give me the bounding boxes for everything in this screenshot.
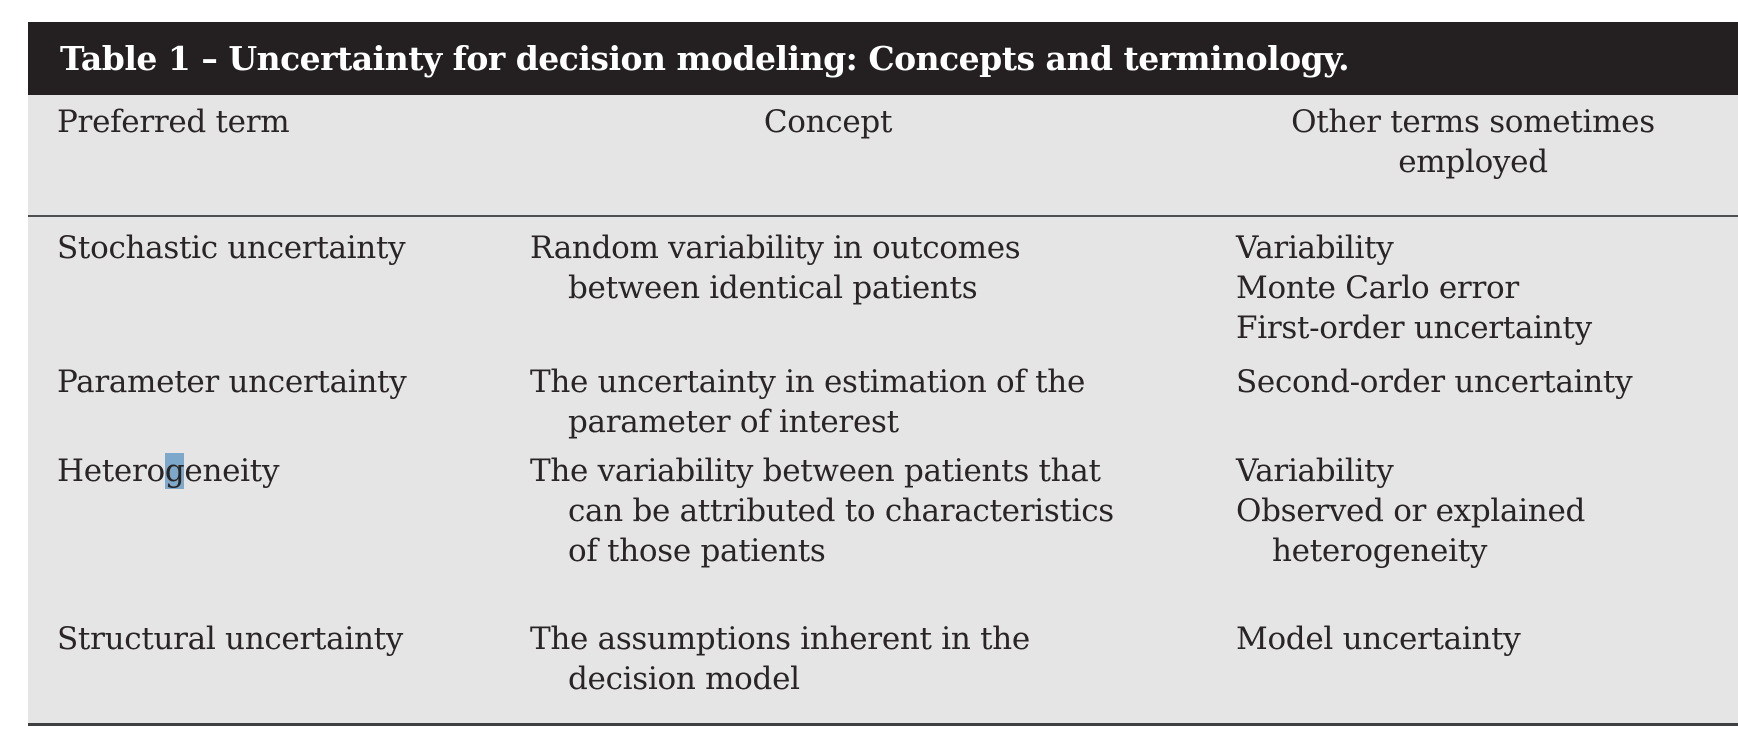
- text-line: The variability between patients that: [530, 453, 1101, 489]
- concept-cell: The uncertainty in estimation of the para…: [530, 362, 1236, 442]
- text-line: between identical patients: [568, 270, 978, 306]
- concept-cell: The variability between patients that can…: [530, 451, 1236, 571]
- text-line: decision model: [568, 661, 800, 697]
- term-text: Hetero: [57, 453, 165, 489]
- term-cell: Stochastic uncertainty: [57, 230, 406, 266]
- column-header-other-terms: Other terms sometimes employed: [1291, 104, 1655, 180]
- term-text: eneity: [184, 453, 280, 489]
- table-title: Table 1 – Uncertainty for decision model…: [60, 39, 1350, 78]
- other-terms-cell: Second-order uncertainty: [1236, 362, 1738, 402]
- table-body: Preferred term Concept Other terms somet…: [28, 95, 1738, 726]
- text-line: Random variability in outcomes: [530, 230, 1021, 266]
- table-row: Stochastic uncertainty Random variabilit…: [28, 228, 1738, 348]
- text-line: Model uncertainty: [1236, 621, 1521, 657]
- text-line: of those patients: [568, 533, 826, 569]
- text-line: Variability: [1236, 230, 1394, 266]
- term-cell: Heterogeneity: [57, 451, 530, 491]
- table: Table 1 – Uncertainty for decision model…: [28, 22, 1738, 726]
- table-row: Heterogeneity The variability between pa…: [28, 451, 1738, 571]
- text-line: Variability: [1236, 453, 1394, 489]
- concept-cell: Random variability in outcomes between id…: [530, 228, 1236, 308]
- text-line: parameter of interest: [568, 404, 899, 440]
- table-row: Structural uncertainty The assumptions i…: [28, 619, 1738, 699]
- text-line: Second-order uncertainty: [1236, 364, 1633, 400]
- table-row: Parameter uncertainty The uncertainty in…: [28, 362, 1738, 442]
- table-rows: Stochastic uncertainty Random variabilit…: [28, 217, 1738, 699]
- table-title-bar: Table 1 – Uncertainty for decision model…: [28, 22, 1738, 95]
- term-cell: Parameter uncertainty: [57, 364, 407, 400]
- other-terms-cell: Model uncertainty: [1236, 619, 1738, 659]
- text-line: First-order uncertainty: [1236, 310, 1592, 346]
- text-line: Monte Carlo error: [1236, 270, 1519, 306]
- selected-text: g: [164, 453, 185, 489]
- column-header-preferred-term: Preferred term: [57, 104, 290, 140]
- text-line: The assumptions inherent in the: [530, 621, 1030, 657]
- text-line: Observed or explained: [1236, 493, 1586, 529]
- column-header-concept: Concept: [763, 104, 893, 140]
- table-header-row: Preferred term Concept Other terms somet…: [28, 95, 1738, 217]
- text-line: can be attributed to characteristics: [568, 493, 1114, 529]
- text-line: The uncertainty in estimation of the: [530, 364, 1085, 400]
- term-cell: Structural uncertainty: [57, 621, 403, 657]
- text-line: heterogeneity: [1272, 533, 1488, 569]
- concept-cell: The assumptions inherent in the decision …: [530, 619, 1236, 699]
